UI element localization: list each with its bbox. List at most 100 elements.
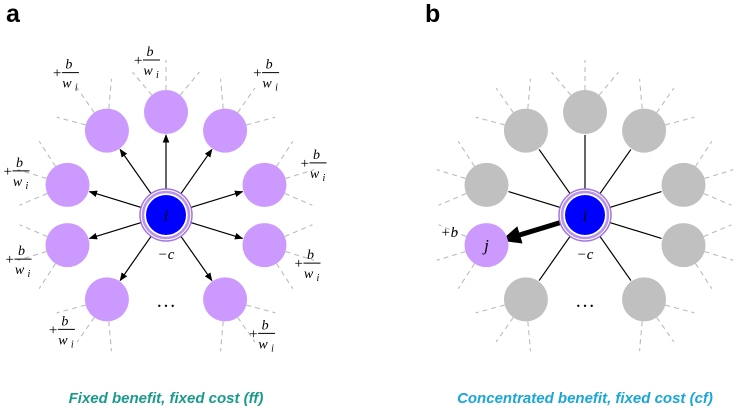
panel-b-network: i−c…j+b: [436, 60, 734, 352]
edge-line: [599, 149, 632, 195]
benefit-numerator: b: [65, 58, 72, 73]
benefit-subscript: i: [275, 83, 278, 94]
neighbor-node: [203, 277, 248, 322]
benefit-plus: +: [49, 322, 57, 338]
benefit-arrow: [88, 222, 142, 240]
benefit-arrow: [180, 235, 213, 282]
panel-a-letter: a: [6, 0, 21, 28]
dashed-edge: [237, 317, 256, 343]
edge-line: [609, 191, 662, 208]
dashed-edge: [598, 71, 619, 96]
dashed-edge: [219, 78, 224, 109]
dashed-edge: [704, 169, 734, 179]
dashed-edge: [695, 263, 713, 290]
neighbor-node: [563, 90, 607, 134]
dashed-edge: [38, 263, 56, 290]
dashed-edge: [219, 321, 224, 352]
neighbor-node: [661, 162, 706, 207]
neighbor-node: [45, 223, 90, 268]
dashed-edge: [76, 87, 95, 113]
benefit-denominator: w: [262, 77, 272, 92]
benefit-plus: +: [134, 53, 142, 69]
dashed-edge: [108, 78, 113, 109]
dashed-edge: [704, 251, 734, 261]
center-node: [565, 195, 605, 235]
center-inner-ring: [141, 190, 191, 240]
cost-label: −c: [158, 247, 175, 263]
cost-label: −c: [577, 247, 594, 263]
neighbor-node: [84, 277, 129, 322]
benefit-numerator: b: [262, 318, 269, 333]
benefit-numerator: b: [16, 156, 23, 171]
neighbor-node: [464, 162, 509, 207]
dashed-edge: [665, 116, 695, 126]
dashed-edge: [132, 71, 153, 96]
dashed-edge: [638, 78, 643, 109]
benefit-subscript: i: [75, 83, 78, 94]
edge-line: [599, 235, 632, 281]
dashed-edge: [551, 71, 572, 96]
dashed-edge: [527, 78, 532, 109]
benefit-subscript: i: [28, 269, 31, 280]
target-benefit-label: +b: [441, 225, 459, 241]
panel-a-caption: Fixed benefit, fixed cost (ff): [69, 390, 264, 407]
benefit-subscript: i: [316, 273, 319, 284]
dashed-edge: [475, 304, 505, 314]
dashed-edge: [179, 71, 200, 96]
benefit-numerator: b: [313, 148, 320, 163]
center-outer-ring: [558, 188, 612, 242]
dashed-edge: [285, 169, 315, 179]
benefit-subscript: i: [271, 343, 274, 354]
ellipsis: …: [156, 290, 176, 312]
benefit-subscript: i: [156, 70, 159, 81]
benefit-numerator: b: [307, 248, 314, 263]
ellipsis: …: [575, 290, 595, 312]
benefit-denominator: w: [13, 175, 23, 190]
benefit-denominator: w: [62, 77, 72, 92]
benefit-plus: +: [294, 256, 302, 272]
edge-line: [609, 222, 662, 239]
benefit-plus: +: [249, 326, 257, 342]
dashed-edge: [656, 87, 675, 113]
benefit-plus: +: [4, 164, 12, 180]
dashed-edge: [527, 321, 532, 352]
benefit-subscript: i: [322, 173, 325, 184]
dashed-edge: [438, 192, 467, 206]
dashed-edge: [438, 224, 467, 238]
dashed-edge: [656, 317, 675, 343]
dashed-edge: [436, 251, 466, 261]
dashed-edge: [276, 263, 294, 290]
benefit-denominator: w: [304, 267, 314, 282]
neighbor-node: [242, 223, 287, 268]
benefit-numerator: b: [18, 244, 25, 259]
dashed-edge: [284, 192, 313, 206]
center-node-label: i: [164, 206, 169, 225]
neighbor-node: [503, 277, 548, 322]
dashed-edge: [457, 140, 475, 167]
benefit-arrow: [180, 148, 213, 195]
benefit-arrow: [88, 190, 142, 208]
neighbor-node: [622, 108, 667, 153]
dashed-edge: [638, 321, 643, 352]
neighbor-node: [203, 108, 248, 153]
dashed-edge: [695, 140, 713, 167]
benefit-plus: +: [6, 252, 14, 268]
dashed-edge: [703, 224, 732, 238]
benefit-denominator: w: [15, 263, 25, 278]
center-node: [146, 195, 186, 235]
benefit-plus: +: [253, 66, 261, 82]
benefit-subscript: i: [26, 181, 29, 192]
dashed-edge: [56, 304, 86, 314]
dashed-edge: [237, 87, 256, 113]
dashed-edge: [108, 321, 113, 352]
benefit-denominator: w: [310, 167, 320, 182]
dashed-edge: [246, 304, 276, 314]
benefit-arrow: [119, 148, 152, 195]
